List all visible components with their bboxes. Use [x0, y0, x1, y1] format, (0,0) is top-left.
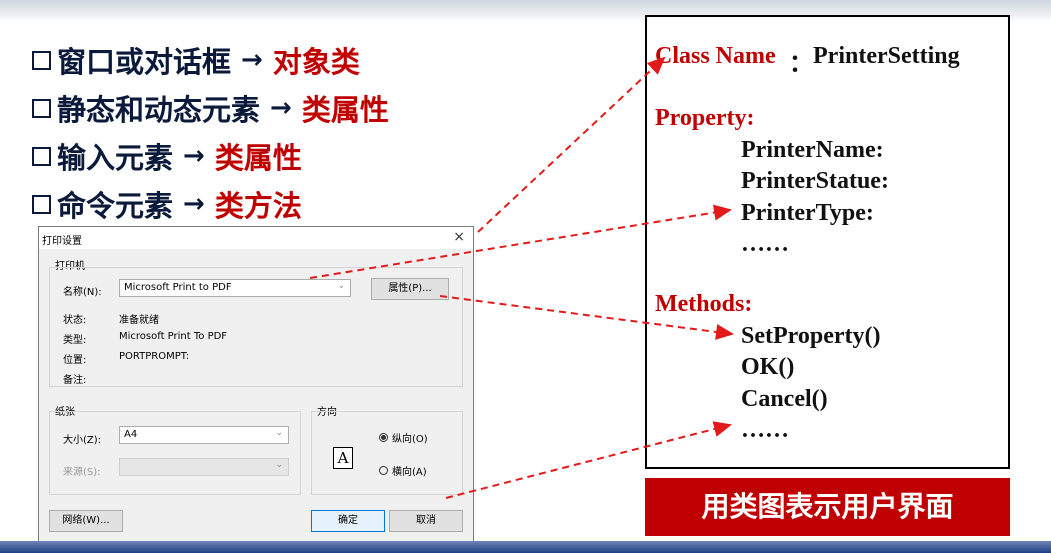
classname-value: PrinterSetting — [813, 43, 960, 69]
properties-button[interactable]: 属性(P)... — [371, 278, 449, 300]
summary-banner: 用类图表示用户界面 — [645, 478, 1010, 536]
bullet-list: 窗口或对话框 → 对象类 静态和动态元素 → 类属性 输入元素 → 类属性 命令… — [32, 36, 389, 228]
type-value: Microsoft Print To PDF — [119, 331, 228, 342]
printer-group — [49, 267, 463, 387]
checkbox-icon — [32, 50, 51, 70]
paper-size-value: A4 — [124, 429, 138, 440]
name-label: 名称(N): — [63, 287, 102, 298]
radio-selected-icon — [379, 433, 388, 442]
dialog-title-bar: 打印设置 × — [39, 227, 473, 249]
bullet-left-text: 窗口或对话框 — [57, 45, 232, 79]
method-item: OK() — [741, 354, 795, 380]
paper-source-select[interactable]: ⌄ — [119, 458, 289, 476]
status-label: 状态: — [63, 315, 87, 326]
radio-unselected-icon — [379, 466, 388, 475]
property-item: PrinterType: — [741, 200, 874, 226]
arrow-button-to-method — [439, 295, 734, 340]
bullet-right-text: 对象类 — [272, 45, 360, 79]
bullet-left-text: 输入元素 — [57, 141, 174, 175]
method-item: Cancel() — [741, 386, 828, 412]
network-button[interactable]: 网络(W)... — [49, 510, 123, 532]
bullet-item: 窗口或对话框 → 对象类 — [32, 36, 389, 84]
checkbox-icon — [32, 194, 51, 214]
source-label: 来源(S): — [63, 467, 101, 478]
slide-bottom-bar — [0, 541, 1051, 553]
orientation-group — [311, 411, 463, 495]
class-diagram-box: Class Name ： PrinterSetting Property: Pr… — [645, 15, 1010, 469]
property-item: …… — [741, 231, 789, 257]
bullet-left-text: 命令元素 — [57, 189, 174, 223]
bullet-left-text: 静态和动态元素 — [57, 93, 261, 127]
methods-heading: Methods: — [655, 291, 753, 317]
chevron-down-icon: ⌄ — [275, 460, 283, 470]
arrow-right-icon: → — [183, 141, 205, 171]
printer-name-select[interactable]: Microsoft Print to PDF ⌄ — [119, 279, 351, 297]
checkbox-icon — [32, 146, 51, 166]
ok-button[interactable]: 确定 — [311, 510, 385, 532]
paper-size-select[interactable]: A4 ⌄ — [119, 426, 289, 444]
comment-label: 备注: — [63, 375, 87, 386]
bullet-right-text: 类方法 — [214, 189, 302, 223]
type-label: 类型: — [63, 335, 87, 346]
landscape-radio[interactable]: 横向(A) — [379, 463, 427, 478]
bullet-item: 输入元素 → 类属性 — [32, 132, 389, 180]
printer-name-value: Microsoft Print to PDF — [124, 282, 232, 293]
bullet-right-text: 类属性 — [214, 141, 302, 175]
status-value: 准备就绪 — [119, 315, 159, 326]
cancel-button[interactable]: 取消 — [389, 510, 463, 532]
printer-group-label: 打印机 — [55, 261, 85, 272]
arrow-right-icon: → — [241, 45, 263, 75]
size-label: 大小(Z): — [63, 435, 102, 446]
classname-separator: ： — [789, 51, 813, 77]
portrait-label: 纵向(O) — [392, 434, 428, 445]
property-item: PrinterName: — [741, 137, 884, 163]
dialog-title: 打印设置 — [42, 236, 82, 247]
classname-label: Class Name — [655, 43, 776, 69]
arrow-dialog-to-class — [477, 56, 666, 233]
bullet-right-text: 类属性 — [301, 93, 389, 127]
arrow-right-icon: → — [183, 189, 205, 219]
arrow-ok-to-methods — [445, 421, 732, 499]
bullet-item: 命令元素 → 类方法 — [32, 180, 389, 228]
method-item: …… — [741, 417, 789, 443]
bullet-item: 静态和动态元素 → 类属性 — [32, 84, 389, 132]
print-setup-dialog: 打印设置 × 打印机 名称(N): Microsoft Print to PDF… — [38, 226, 474, 546]
portrait-radio[interactable]: 纵向(O) — [379, 430, 428, 445]
chevron-down-icon: ⌄ — [275, 428, 283, 438]
paper-group — [49, 411, 301, 495]
where-value: PORTPROMPT: — [119, 351, 190, 362]
arrow-right-icon: → — [270, 93, 292, 123]
checkbox-icon — [32, 98, 51, 118]
arrow-combo-to-property — [309, 204, 732, 279]
property-heading: Property: — [655, 105, 755, 131]
orientation-page-icon: A — [333, 447, 353, 469]
where-label: 位置: — [63, 355, 87, 366]
chevron-down-icon: ⌄ — [337, 281, 345, 291]
method-item: SetProperty() — [741, 323, 881, 349]
property-item: PrinterStatue: — [741, 168, 889, 194]
landscape-label: 横向(A) — [392, 467, 427, 478]
paper-group-label: 纸张 — [55, 407, 75, 418]
orientation-group-label: 方向 — [317, 407, 337, 418]
close-icon[interactable]: × — [453, 229, 465, 245]
